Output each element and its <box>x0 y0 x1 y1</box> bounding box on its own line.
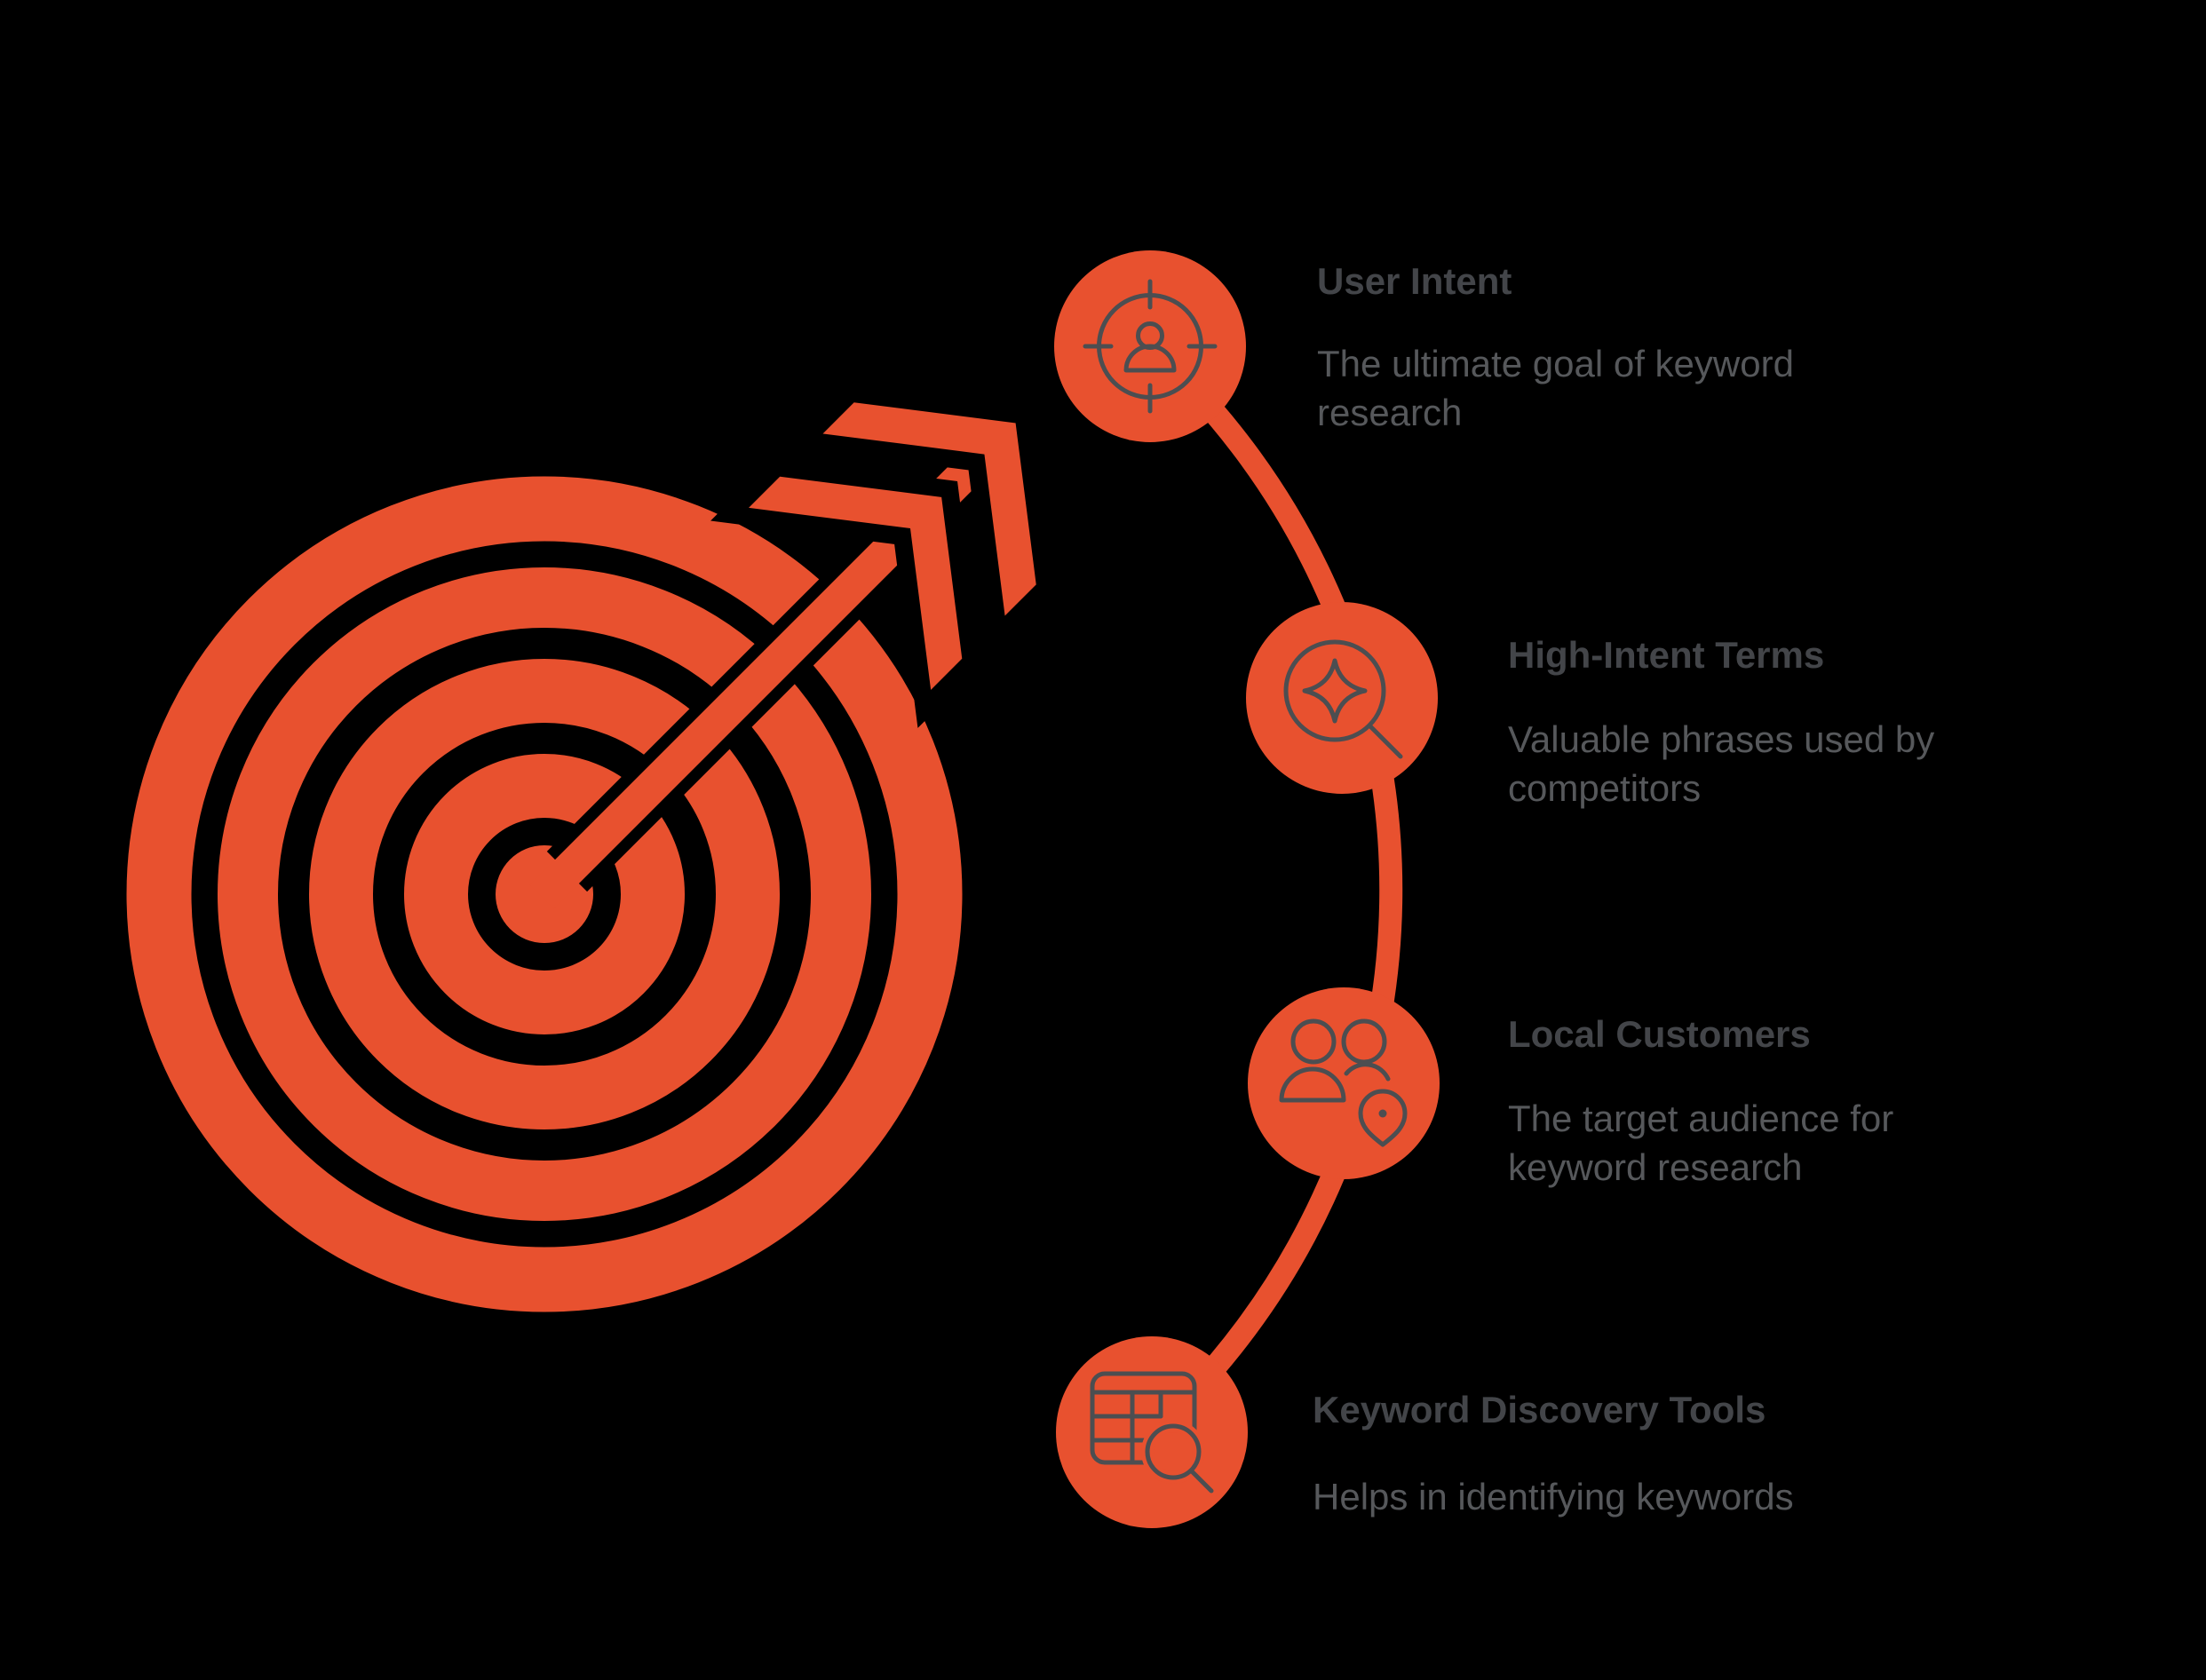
target-ring-3 <box>309 659 780 1129</box>
arrow-fletching-front <box>710 457 981 728</box>
step-node-3 <box>1248 987 1440 1179</box>
step-node-4 <box>1056 1336 1248 1528</box>
step-2-title: High-Intent Terms <box>1508 634 1825 676</box>
step-3-description: The target audience for keyword research <box>1508 1094 1893 1192</box>
step-4-description-line-1: Helps in identifying keywords <box>1313 1476 1794 1518</box>
step-node-1 <box>1054 250 1246 442</box>
people-location-pin-icon <box>1279 1018 1408 1147</box>
step-2-description-line-1: Valuable phrases used by <box>1508 718 1935 760</box>
sparkle-magnifier-icon <box>1283 639 1403 759</box>
arrow-fletching-back <box>784 384 1055 654</box>
connector-arc <box>1142 337 1403 1441</box>
step-node-2-circle <box>1246 602 1438 794</box>
arrow-shaft <box>529 430 1009 909</box>
step-1-title: User Intent <box>1317 260 1512 302</box>
step-4-description: Helps in identifying keywords <box>1313 1472 1794 1521</box>
step-node-3-circle <box>1248 987 1440 1179</box>
target-ring-4 <box>404 754 685 1034</box>
step-2-description: Valuable phrases used by competitors <box>1508 715 1934 812</box>
table-search-icon <box>1090 1371 1214 1494</box>
target-ring-2 <box>218 567 871 1221</box>
arrow-graphic <box>529 384 1055 909</box>
user-target-icon <box>1083 279 1218 414</box>
step-4-title: Keyword Discovery Tools <box>1313 1389 1766 1430</box>
step-1-description: The ultimate goal of keyword research <box>1317 339 1794 437</box>
step-2-description-line-2: competitors <box>1508 767 1702 809</box>
step-3-description-line-2: keyword research <box>1508 1146 1803 1188</box>
step-1-description-line-2: research <box>1317 392 1463 433</box>
target-ring-outer <box>126 476 963 1312</box>
step-3-title: Local Customers <box>1508 1013 1811 1055</box>
step-1-description-line-1: The ultimate goal of keyword <box>1317 343 1794 384</box>
step-3-description-line-1: The target audience for <box>1508 1098 1894 1139</box>
target-bullseye-graphic <box>126 476 963 1312</box>
step-node-2 <box>1246 602 1438 794</box>
